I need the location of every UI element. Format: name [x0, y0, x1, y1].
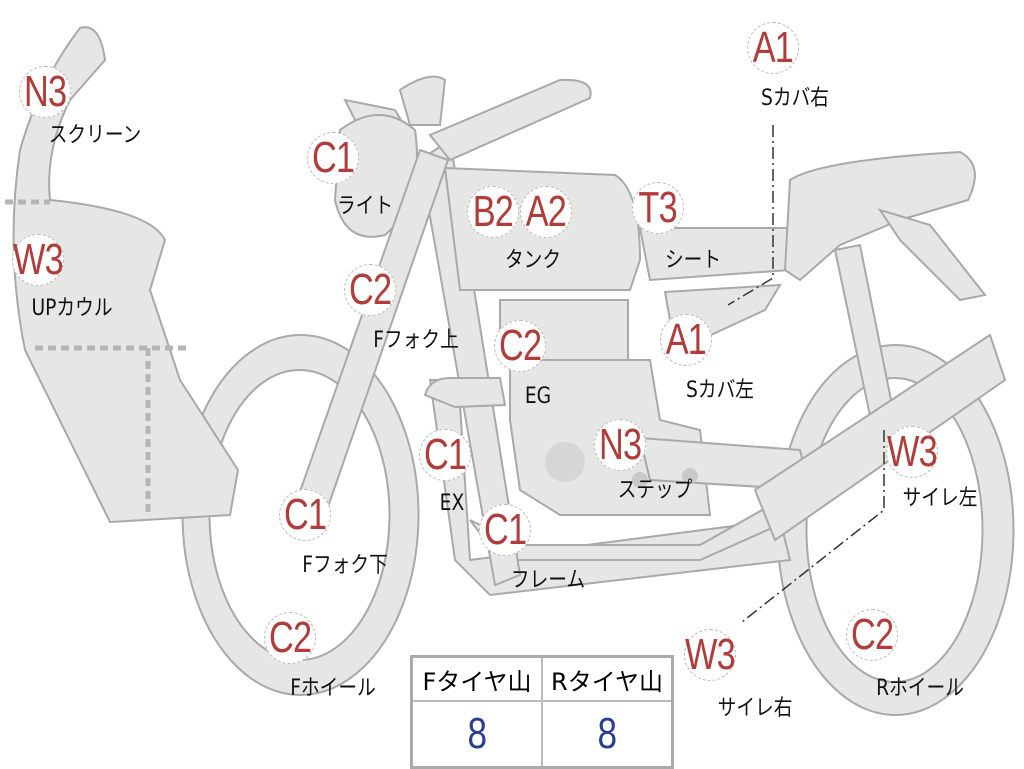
silencer-shape — [753, 333, 1007, 542]
condition-code: C1 — [483, 505, 527, 554]
condition-badge-tank-a: A2 — [520, 186, 572, 238]
condition-code: C2 — [348, 265, 392, 314]
part-label-front-wheel: Fホイール — [283, 678, 384, 700]
condition-code: A1 — [665, 315, 707, 364]
part-label-text: EX — [439, 491, 465, 516]
cowl-shape — [12, 26, 240, 524]
part-label-up-cowl: UPカウル — [24, 298, 119, 320]
part-label-text: EG — [524, 384, 552, 409]
part-label-text: ライト — [336, 194, 394, 219]
condition-code: C2 — [268, 613, 312, 662]
part-label-silencer-right: サイレ右 — [711, 698, 799, 720]
front-tread-value: 8 — [467, 709, 487, 758]
rear-tread-header: Rタイヤ山 — [541, 655, 674, 702]
part-label-text: Fフォク上 — [373, 328, 459, 353]
part-label-text: Sカバ右 — [761, 86, 829, 111]
condition-badge-step: N3 — [594, 419, 646, 471]
part-label-text: スクリーン — [48, 123, 142, 148]
part-label-side-cover-left: Sカバ左 — [680, 380, 760, 402]
part-label-text: Fホイール — [290, 676, 376, 701]
condition-code: C1 — [423, 430, 467, 479]
condition-badge-silencer-left: W3 — [886, 426, 938, 478]
part-label-text: サイレ右 — [717, 696, 793, 721]
condition-badge-tank-b: B2 — [467, 186, 519, 238]
part-label-light: ライト — [332, 196, 398, 218]
condition-code: W3 — [887, 427, 938, 476]
condition-badge-screen: N3 — [19, 66, 71, 118]
part-label-text: シート — [664, 248, 722, 273]
part-label-step: ステップ — [611, 480, 699, 502]
part-label-screen: スクリーン — [41, 125, 150, 147]
condition-badge-side-cover-left: A1 — [660, 314, 712, 366]
condition-badge-front-wheel: C2 — [264, 612, 316, 664]
part-label-tank-a: タンク — [500, 250, 566, 272]
condition-code: C1 — [311, 133, 355, 182]
condition-badge-exhaust: C1 — [419, 429, 471, 481]
condition-code: T3 — [638, 183, 678, 232]
condition-badge-engine: C2 — [494, 320, 546, 372]
part-label-text: サイレ左 — [902, 486, 978, 511]
condition-code: C2 — [850, 610, 894, 659]
condition-badge-up-cowl: W3 — [12, 234, 64, 286]
part-label-text: Fフォク下 — [302, 553, 388, 578]
part-label-text: UPカウル — [31, 296, 113, 321]
condition-badge-frame: C1 — [479, 504, 531, 556]
part-label-text: ステップ — [617, 478, 693, 503]
condition-badge-rear-wheel: C2 — [846, 609, 898, 661]
part-label-text: Sカバ左 — [686, 378, 754, 403]
condition-badge-silencer-right: W3 — [684, 629, 736, 681]
condition-code: C1 — [283, 490, 327, 539]
part-label-rear-wheel: Rホイール — [868, 678, 971, 700]
condition-badge-side-cover-right: A1 — [747, 22, 799, 74]
condition-badge-fork-upper: C2 — [344, 264, 396, 316]
condition-code: A2 — [525, 187, 567, 236]
part-label-text: フレーム — [510, 568, 586, 593]
part-label-text: Rホイール — [876, 676, 964, 701]
part-label-frame: フレーム — [504, 570, 591, 592]
condition-code: A1 — [752, 23, 794, 72]
part-label-fork-lower: Fフォク下 — [295, 555, 396, 577]
tire-tread-table: Fタイヤ山 Rタイヤ山 8 8 — [410, 655, 674, 769]
condition-badge-seat: T3 — [632, 182, 684, 234]
condition-badge-fork-lower: C1 — [279, 489, 331, 541]
condition-code: N3 — [23, 67, 67, 116]
condition-code: B2 — [472, 187, 514, 236]
condition-code: N3 — [598, 420, 642, 469]
exhaust-shape — [423, 377, 507, 409]
part-label-side-cover-right: Sカバ右 — [755, 88, 835, 110]
rear-tread-value: 8 — [597, 709, 617, 758]
part-label-silencer-left: サイレ左 — [896, 488, 984, 510]
condition-code: C2 — [498, 321, 542, 370]
part-label-fork-upper: Fフォク上 — [366, 330, 467, 352]
part-label-text: タンク — [504, 248, 562, 273]
condition-code: W3 — [13, 235, 64, 284]
condition-badge-light: C1 — [307, 132, 359, 184]
part-label-exhaust: EX — [438, 493, 467, 515]
condition-code: W3 — [685, 630, 736, 679]
rear-wheel-shape — [776, 344, 1015, 716]
part-label-engine: EG — [523, 386, 554, 408]
front-tread-header: Fタイヤ山 — [410, 655, 543, 702]
part-label-seat: シート — [660, 250, 726, 272]
